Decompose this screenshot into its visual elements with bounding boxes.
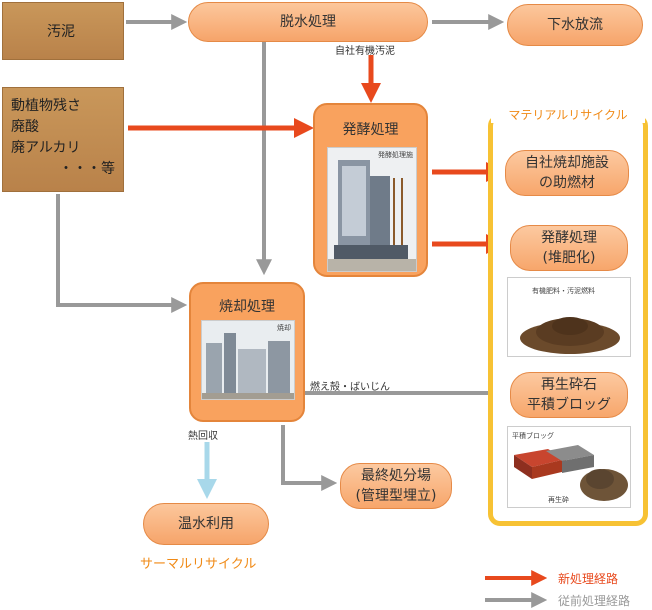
fermentation-panel: 発酵処理 発酵処理施	[313, 103, 428, 277]
residue-line-1: 動植物残さ	[11, 98, 81, 114]
crushed-photo-caption: 再生砕	[548, 496, 569, 504]
arrow-residue-to-incineration	[56, 194, 188, 313]
blocks-photo-caption: 平積ブロッグ	[512, 432, 554, 440]
own-organic-sludge-label: 自社有機汚泥	[335, 46, 395, 57]
fermentation-title: 発酵処理	[342, 122, 399, 138]
sludge-label: 汚泥	[47, 24, 75, 40]
residue-line-2: 廃酸	[11, 119, 39, 135]
incineration-photo: 焼却	[201, 320, 295, 400]
incineration-photo-caption: 焼却	[277, 324, 291, 332]
blocks-and-aggregate-image	[508, 427, 630, 507]
incineration-panel: 焼却処理 焼却	[189, 282, 305, 422]
fermentation-photo-caption: 発酵処理施	[378, 151, 413, 159]
compost-pile-image	[508, 278, 630, 356]
fermentation-plant-image	[328, 148, 416, 271]
hot-water-node: 温水利用	[143, 503, 269, 545]
residue-line-4: ・・・等	[59, 161, 115, 177]
incineration-plant-image	[202, 321, 294, 399]
compost-line-2: (堆肥化)	[542, 250, 596, 266]
landfill-line-1: 最終処分場	[361, 468, 431, 484]
compost-photo-caption: 有機肥料・汚泥燃料	[532, 287, 595, 295]
aux-fuel-line-2: の助燃材	[539, 175, 595, 191]
recycled-blocks-line-2: 平積ブロッグ	[527, 397, 611, 413]
compost-node: 発酵処理 (堆肥化)	[510, 225, 628, 271]
aux-fuel-node: 自社焼却施設 の助燃材	[505, 150, 629, 196]
legend-new-label: 新処理経路	[558, 572, 619, 586]
thermal-recycle-label: サーマルリサイクル	[140, 557, 257, 572]
aux-fuel-line-1: 自社焼却施設	[525, 155, 609, 171]
material-recycle-label: マテリアルリサイクル	[491, 106, 645, 123]
arrow-incineration-to-landfill	[281, 425, 338, 491]
residue-box: 動植物残さ 廃酸 廃アルカリ ・・・等	[2, 87, 124, 192]
compost-line-1: 発酵処理	[541, 230, 597, 246]
recycled-blocks-line-1: 再生砕石	[541, 377, 597, 393]
blocks-photo: 平積ブロッグ 再生砕	[507, 426, 631, 508]
legend-old-label: 従前処理経路	[558, 594, 631, 608]
dewatering-node: 脱水処理	[188, 2, 428, 42]
sewer-label: 下水放流	[547, 17, 603, 33]
sludge-box: 汚泥	[2, 2, 124, 60]
hot-water-label: 温水利用	[178, 516, 234, 532]
heat-recovery-label: 熱回収	[188, 431, 218, 442]
landfill-line-2: (管理型埋立)	[355, 488, 437, 504]
ash-label: 燃え殻・ばいじん	[310, 382, 390, 393]
landfill-node: 最終処分場 (管理型埋立)	[340, 463, 452, 509]
compost-photo: 有機肥料・汚泥燃料	[507, 277, 631, 357]
recycled-blocks-node: 再生砕石 平積ブロッグ	[510, 372, 628, 418]
dewatering-label: 脱水処理	[280, 14, 336, 30]
fermentation-photo: 発酵処理施	[327, 147, 417, 272]
sewer-node: 下水放流	[507, 4, 643, 46]
incineration-title: 焼却処理	[219, 299, 275, 315]
residue-line-3: 廃アルカリ	[11, 140, 81, 156]
